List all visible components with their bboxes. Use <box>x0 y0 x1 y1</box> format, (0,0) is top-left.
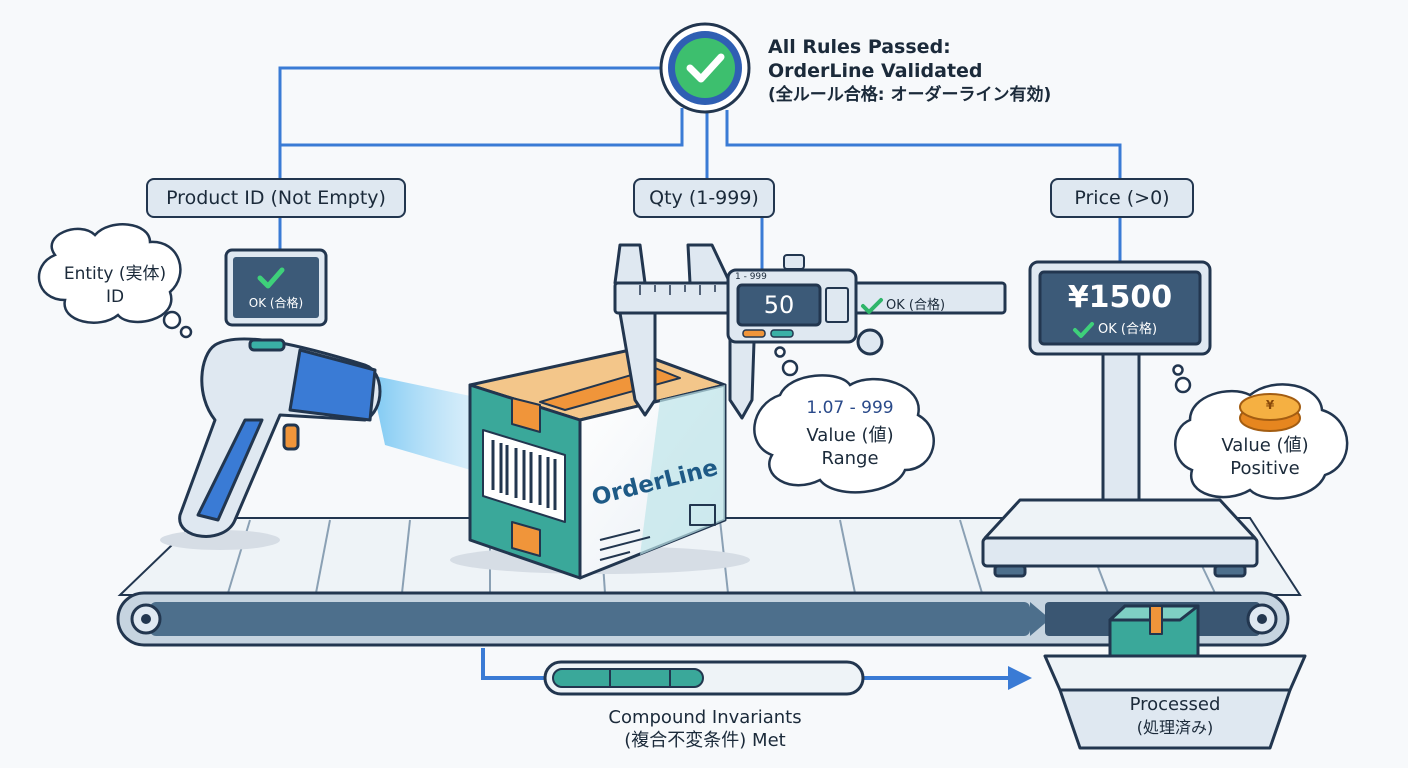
scale-price: ¥1500 <box>1067 280 1173 315</box>
header-line3: (全ルール合格: オーダーライン有効) <box>768 85 1052 105</box>
price-bubble-line2: Positive <box>1230 458 1300 479</box>
scale-icon <box>981 260 1259 578</box>
check-icon <box>1073 322 1094 338</box>
entity-line2: ID <box>105 287 125 307</box>
rule-qty: Qty (1-999) <box>633 178 775 218</box>
entity-thought-bubble <box>37 223 193 339</box>
coin-symbol: ¥ <box>1265 398 1275 412</box>
compound-line2: (複合不変条件) Met <box>624 730 786 751</box>
compound-line1: Compound Invariants <box>608 707 802 728</box>
orderline-box <box>450 348 750 580</box>
qty-bubble-line2: Range <box>821 448 879 469</box>
connector-lines <box>278 66 1122 275</box>
price-bubble-line1: Value (値) <box>1221 435 1309 456</box>
qty-thought-bubble <box>753 346 935 494</box>
compound-flow <box>481 648 1032 696</box>
product-check-panel <box>224 248 328 327</box>
caliper-icon <box>613 243 1007 420</box>
bin-line1: Processed <box>1129 694 1221 715</box>
caliper-status: OK (合格) <box>886 298 946 313</box>
check-icon <box>257 267 285 289</box>
header-line2: OrderLine Validated <box>768 60 983 82</box>
check-icon <box>686 53 725 83</box>
rule-product-id: Product ID (Not Empty) <box>146 178 406 218</box>
header-line1: All Rules Passed: <box>768 36 951 58</box>
bin-line2: (処理済み) <box>1136 718 1214 737</box>
check-icon <box>861 298 883 314</box>
qty-bubble-line1: Value (値) <box>806 425 894 446</box>
arrow-right-icon <box>1008 666 1032 690</box>
scale-status: OK (合格) <box>1098 322 1158 337</box>
price-thought-bubble <box>1172 364 1349 500</box>
product-check-status: OK (合格) <box>248 296 304 310</box>
caliper-reading: 50 <box>763 291 795 319</box>
qty-bubble-range: 1.07 - 999 <box>806 398 894 418</box>
rule-price: Price (>0) <box>1050 178 1194 218</box>
coin-icon <box>1239 393 1301 432</box>
check-badge <box>659 22 751 114</box>
barcode-icon <box>491 440 557 510</box>
entity-line1: Entity (実体) <box>63 264 167 284</box>
caliper-range-tag: 1 - 999 <box>735 272 767 282</box>
bin-icon <box>1043 604 1307 750</box>
